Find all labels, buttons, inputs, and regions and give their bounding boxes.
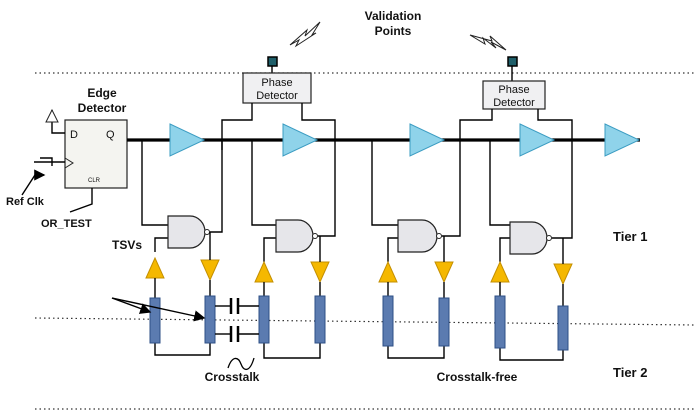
or-test-wire bbox=[69, 188, 93, 213]
and-gate-3 bbox=[397, 219, 438, 253]
phase-detector-2 bbox=[482, 80, 546, 110]
validation-point-icon bbox=[267, 56, 278, 67]
phase-detector-1 bbox=[242, 72, 312, 104]
tsv-up-buffer bbox=[490, 260, 510, 283]
edge-symbol bbox=[40, 157, 53, 166]
tsv-1 bbox=[149, 297, 161, 344]
vdd-icon bbox=[45, 108, 59, 123]
gate4-input-wire bbox=[489, 140, 510, 226]
tier-2-label: Tier 2 bbox=[613, 365, 647, 380]
tsv-8 bbox=[557, 305, 569, 351]
crosstalk-free-label: Crosstalk-free bbox=[437, 370, 518, 384]
gate4-output-wire bbox=[552, 150, 573, 239]
phase-detector-2-label-line1: Phase bbox=[498, 84, 529, 96]
buffer-2 bbox=[282, 123, 319, 157]
tsv-up-buffer bbox=[145, 256, 165, 279]
buffer-1 bbox=[169, 123, 206, 157]
edge-detector-label-line1: Edge bbox=[87, 86, 117, 100]
tsv-down-buffer bbox=[434, 261, 454, 284]
noise-wave-icon bbox=[227, 357, 255, 370]
tier-boundary-middle bbox=[34, 317, 694, 326]
ff-q-label: Q bbox=[106, 129, 115, 141]
buffer-5 bbox=[604, 123, 641, 157]
tsv-7 bbox=[494, 295, 506, 349]
tsv-pointer-arrow bbox=[111, 297, 152, 314]
gate3-input-wire bbox=[371, 140, 398, 226]
phase-detector-2-label-line2: Detector bbox=[493, 97, 535, 109]
gate3-output-wire bbox=[442, 150, 461, 237]
and-gate-4-bubble bbox=[546, 235, 552, 241]
tsvs-label: TSVs bbox=[112, 238, 142, 252]
validation-points-label-line1: Validation bbox=[365, 9, 422, 23]
tsv-down-buffer bbox=[200, 259, 220, 282]
edge-detector-label-line2: Detector bbox=[78, 101, 127, 115]
tsv-2 bbox=[204, 295, 216, 344]
buffer-4 bbox=[519, 123, 556, 157]
tsv-5 bbox=[382, 295, 394, 347]
pd1-input-wire bbox=[301, 103, 336, 150]
signal-bolt-icon bbox=[289, 21, 321, 48]
tsv-up-buffer bbox=[254, 260, 274, 283]
tsv-down-buffer bbox=[310, 261, 330, 284]
phase-detector-1-label-line1: Phase bbox=[261, 77, 292, 89]
coupling-capacitor-icon bbox=[215, 298, 259, 314]
phase-detector-1-label-line2: Detector bbox=[256, 90, 298, 102]
tsv-up-link bbox=[154, 237, 168, 252]
and-gate-2-bubble bbox=[312, 233, 318, 239]
validation-points-label-line2: Points bbox=[375, 24, 412, 38]
tsv-pair-3-loop bbox=[387, 282, 445, 359]
coupling-capacitor-icon bbox=[215, 326, 259, 342]
tsv-up-link bbox=[387, 237, 398, 262]
signal-bolt-icon bbox=[469, 34, 507, 51]
tier-1-label: Tier 1 bbox=[613, 229, 647, 244]
validation-point-icon bbox=[507, 56, 518, 67]
tsv-pair-2-loop bbox=[263, 282, 321, 359]
and-gate-1-bubble bbox=[204, 229, 210, 235]
tsv-pointer-arrow bbox=[111, 297, 206, 322]
and-gate-4 bbox=[509, 221, 548, 255]
tsv-6 bbox=[438, 297, 450, 347]
pd2-input-wire bbox=[459, 109, 493, 150]
pd2-input-wire bbox=[537, 109, 573, 150]
ref-clk-label: Ref Clk bbox=[6, 196, 45, 208]
tsv-up-link bbox=[263, 237, 276, 262]
ff-clr-label: CLR bbox=[88, 178, 101, 184]
tsv-3 bbox=[258, 295, 270, 344]
pd1-input-wire bbox=[221, 103, 253, 150]
tsv-down-buffer bbox=[553, 263, 573, 286]
buffer-3 bbox=[409, 123, 446, 157]
ff-d-label: D bbox=[70, 129, 78, 141]
or-test-label: OR_TEST bbox=[41, 218, 92, 230]
crosstalk-label: Crosstalk bbox=[205, 370, 260, 384]
and-gate-2 bbox=[275, 219, 314, 253]
edge-detector-flipflop bbox=[64, 119, 128, 189]
tsv-pair-4-loop bbox=[499, 282, 564, 361]
tsv-4 bbox=[314, 295, 326, 344]
gate1-input-wire bbox=[141, 140, 168, 226]
ref-clk-arrow bbox=[21, 169, 46, 196]
clock-input-icon bbox=[64, 157, 74, 169]
gate2-input-wire bbox=[251, 140, 276, 226]
and-gate-1 bbox=[167, 215, 206, 249]
tsv-up-link bbox=[499, 237, 510, 262]
gate1-output-wire bbox=[210, 150, 223, 233]
and-gate-3-bubble bbox=[436, 233, 442, 239]
gate2-output-wire bbox=[318, 150, 336, 237]
tsv-pair-1-loop bbox=[154, 278, 211, 356]
tsv-up-buffer bbox=[378, 260, 398, 283]
